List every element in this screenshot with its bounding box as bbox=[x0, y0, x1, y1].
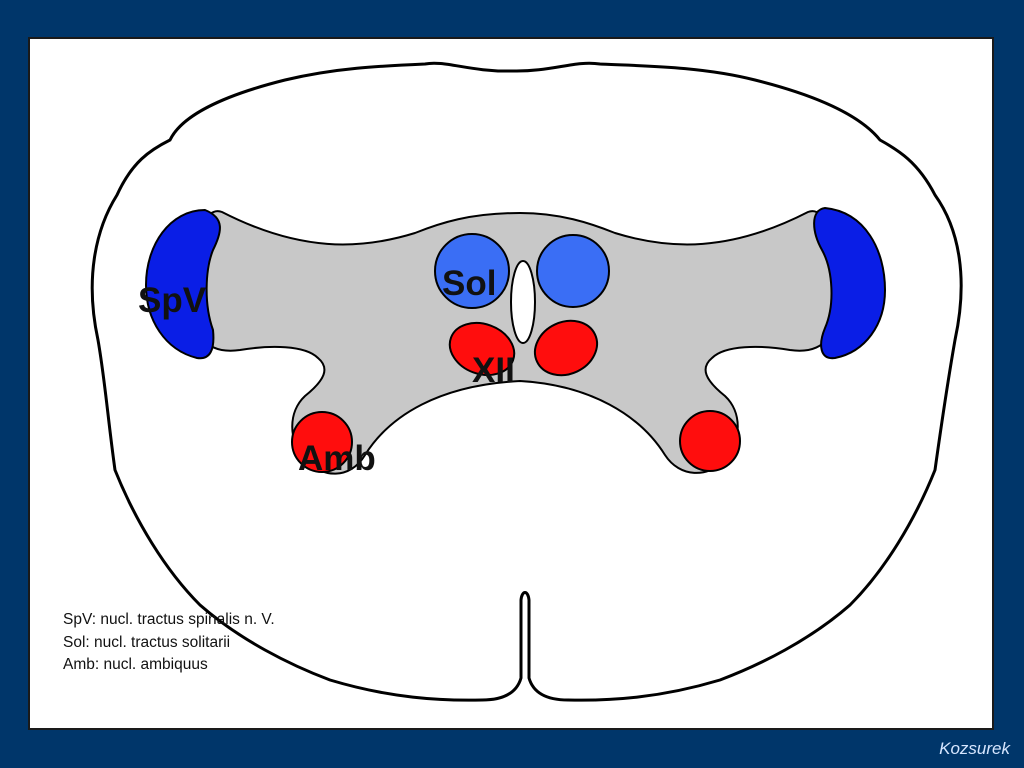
label-sol: Sol bbox=[442, 264, 496, 303]
author-credit: Kozsurek bbox=[939, 739, 1010, 758]
spv-nucleus-left bbox=[144, 208, 221, 360]
xii-nucleus-right bbox=[533, 319, 599, 377]
amb-nucleus-left bbox=[291, 411, 353, 473]
legend-item: SpV: nucl. tractus spinalis n. V. bbox=[63, 611, 275, 628]
sol-nucleus-left bbox=[434, 233, 510, 309]
xii-nucleus-left bbox=[448, 321, 516, 377]
label-xii: XII bbox=[472, 351, 515, 390]
label-amb: Amb bbox=[298, 439, 376, 478]
abbreviation-legend: SpV: nucl. tractus spinalis n. V. Sol: n… bbox=[63, 609, 275, 677]
amb-nucleus-right bbox=[679, 410, 741, 472]
label-spv: SpV bbox=[138, 281, 207, 320]
sol-nucleus-right bbox=[536, 234, 610, 308]
legend-item: Amb: nucl. ambiquus bbox=[63, 656, 208, 673]
legend-item: Sol: nucl. tractus solitarii bbox=[63, 633, 231, 651]
central-canal bbox=[510, 260, 536, 344]
spv-nucleus-right bbox=[813, 206, 887, 360]
